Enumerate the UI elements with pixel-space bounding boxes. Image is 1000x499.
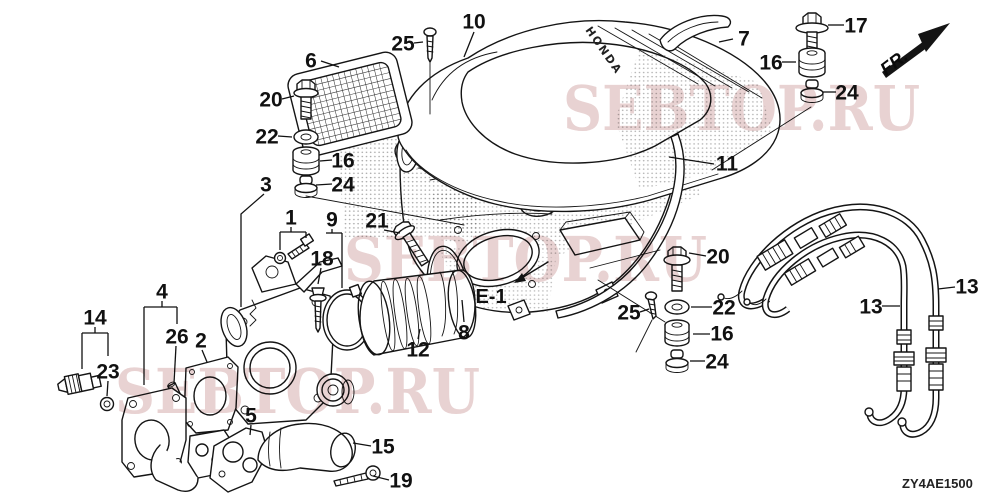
watermark-text: SEBTOP.RU <box>563 72 920 145</box>
leader-line <box>413 41 424 44</box>
leader-line <box>240 193 265 307</box>
sensor-drawing <box>57 372 102 395</box>
leader-line <box>201 349 208 363</box>
part-callout-12: 12 <box>406 339 429 362</box>
part-callout-3: 3 <box>260 174 272 197</box>
rubber-mount-16-right-top <box>798 47 826 78</box>
seal-strip-drawing <box>555 133 685 319</box>
leader-line <box>277 135 293 138</box>
diagram-code: ZY4AE1500 <box>902 476 973 491</box>
part-callout-13: 13 <box>955 276 978 299</box>
part-callout-7: 7 <box>738 28 750 51</box>
grille-drawing <box>287 51 413 157</box>
part-callout-19: 19 <box>389 470 412 493</box>
part-callout-26: 26 <box>165 326 188 349</box>
part-callout-16: 16 <box>759 52 782 75</box>
grommet-24-right-top <box>800 79 824 103</box>
part-callout-16: 16 <box>331 150 354 173</box>
leader-line <box>317 267 322 285</box>
fastener-stack-right-mid <box>644 246 691 373</box>
part-callout-17: 17 <box>844 15 867 38</box>
leader-line <box>639 308 650 313</box>
part-callout-16: 16 <box>710 323 733 346</box>
leader-line <box>463 31 475 58</box>
rubber-mount-16-right-mid <box>664 319 690 347</box>
fr-direction-indicator: FR. <box>876 23 950 79</box>
screw-18 <box>309 287 327 333</box>
leader-line <box>718 38 734 43</box>
part-callout-20: 20 <box>259 89 282 112</box>
part-callout-24: 24 <box>331 174 355 197</box>
part-callout-21: 21 <box>365 210 389 233</box>
leader-line <box>249 424 252 436</box>
intake-tube-drawing <box>357 269 477 356</box>
leader-line <box>320 60 340 68</box>
part-callout-9: 9 <box>326 209 338 232</box>
fr-arrow-head <box>918 23 950 52</box>
assembly-reference-lines <box>305 62 812 353</box>
elbow-pipe-drawing <box>257 422 356 472</box>
gasket-5-drawing <box>209 427 269 493</box>
grommet-24-right-mid <box>665 349 689 373</box>
part-callout-24: 24 <box>705 351 729 374</box>
part-callout-8: 8 <box>458 322 470 345</box>
part-callout-22: 22 <box>255 126 278 149</box>
part-callout-24: 24 <box>835 82 859 105</box>
part-callout-14: 14 <box>83 307 107 330</box>
screw-1-with-washer <box>273 233 315 265</box>
screw-25-left <box>423 27 437 63</box>
e1-reference-label: E-1 <box>475 286 506 308</box>
leader-line <box>372 475 390 481</box>
leader-line <box>319 159 333 162</box>
watermark-layer: SEBTOP.RU SEBTOP.RU SEBTOP.RU <box>115 72 920 428</box>
part-callout-6: 6 <box>305 50 317 73</box>
rubber-trim-drawing <box>659 14 732 52</box>
leader-line <box>173 345 177 384</box>
part-callout-1: 1 <box>285 207 297 230</box>
part-callout-2: 2 <box>195 330 207 353</box>
fastener-stack-right-top <box>795 12 829 103</box>
leader-line <box>461 299 465 323</box>
leader-line <box>106 380 109 397</box>
e1-reference: E-1 <box>475 261 549 308</box>
leader-line <box>688 252 707 257</box>
throttle-cables-drawing <box>717 203 947 438</box>
part-callout-18: 18 <box>310 248 334 271</box>
part-callout-25: 25 <box>617 302 641 325</box>
screw-25-right <box>644 291 658 320</box>
part-callout-13: 13 <box>859 296 882 319</box>
leader-line <box>352 442 372 447</box>
throttle-body-drawing <box>220 255 372 425</box>
watermark-text: SEBTOP.RU <box>344 223 707 296</box>
watermark-text: SEBTOP.RU <box>115 355 480 428</box>
washer-23 <box>99 396 115 412</box>
rubber-mount-16-left <box>292 146 320 176</box>
part-callout-22: 22 <box>712 297 735 320</box>
part-callout-23: 23 <box>96 361 119 384</box>
part-callout-15: 15 <box>371 436 395 459</box>
fr-arrow-shaft <box>882 41 928 78</box>
part-callout-4: 4 <box>156 281 168 304</box>
leader-line <box>383 229 401 234</box>
part-callout-11: 11 <box>716 153 739 176</box>
bolt-21 <box>392 221 430 267</box>
part-callout-10: 10 <box>462 11 485 34</box>
leader-line <box>417 328 421 340</box>
part-callout-20: 20 <box>706 246 729 269</box>
grommet-24-left <box>294 175 318 198</box>
leader-line <box>937 286 956 290</box>
fastener-stack-left <box>292 79 320 198</box>
leader-line <box>315 183 333 186</box>
part-callout-5: 5 <box>245 405 257 428</box>
leader-line <box>668 156 715 165</box>
leader-line <box>281 95 295 100</box>
part-callout-25: 25 <box>391 33 415 56</box>
